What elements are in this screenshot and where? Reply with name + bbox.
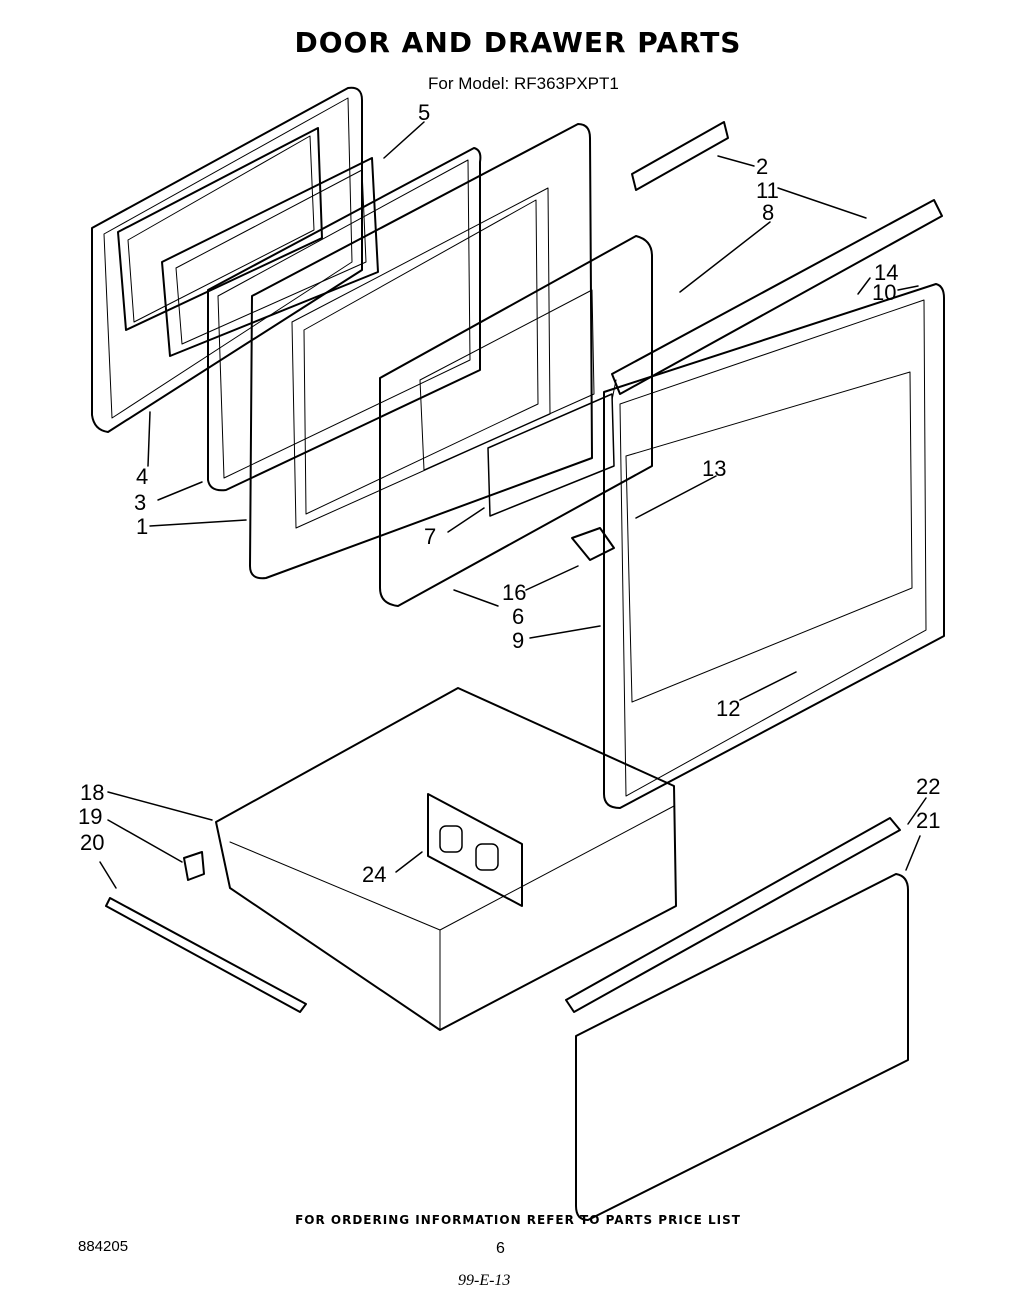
part-4-outer-panel	[91, 86, 363, 433]
callout-9: 9	[512, 628, 524, 653]
part-20-clip	[183, 851, 205, 881]
callout-16: 16	[502, 580, 526, 605]
callout-14: 14	[874, 260, 898, 285]
part-3-gasket	[207, 147, 482, 492]
callout-6: 6	[512, 604, 524, 629]
part-22-trim-strip	[565, 817, 901, 1013]
part-7-window-glass	[487, 393, 615, 517]
callout-5: 5	[418, 100, 430, 125]
callout-12: 12	[716, 696, 740, 721]
page-title: DOOR AND DRAWER PARTS	[294, 26, 742, 59]
callout-4: 4	[136, 464, 148, 489]
ordering-note: FOR ORDERING INFORMATION REFER TO PARTS …	[295, 1213, 741, 1227]
part-5-insulation	[117, 127, 323, 331]
callout-24: 24	[362, 862, 386, 887]
part-18-drawer-body	[215, 687, 677, 1031]
callout-11: 11	[756, 178, 779, 203]
callout-2: 2	[756, 154, 768, 179]
part-16-hinge	[571, 527, 615, 561]
callout-7: 7	[424, 524, 436, 549]
handwritten-note: 99-E-13	[458, 1272, 511, 1289]
callout-8: 8	[762, 200, 774, 225]
callout-19: 19	[78, 804, 102, 829]
callout-22: 22	[916, 774, 940, 799]
leader-lines	[99, 121, 927, 889]
part-24-bracket	[427, 793, 523, 907]
part-2-bracket	[631, 121, 729, 191]
callout-1: 1	[136, 514, 148, 539]
callout-18: 18	[80, 780, 104, 805]
page-number: 6	[496, 1240, 505, 1257]
document-number: 884205	[78, 1238, 129, 1255]
callout-13: 13	[702, 456, 726, 481]
callout-3: 3	[134, 490, 146, 515]
part-9-outer-door-front	[603, 283, 945, 809]
callout-21: 21	[916, 808, 940, 833]
part-21-drawer-front	[575, 873, 909, 1221]
callout-10: 10	[872, 280, 896, 305]
model-subtitle: For Model: RF363PXPT1	[428, 74, 619, 93]
callout-labels: 1 2 3 4 5 6 7 8 9 10 11 12 13 14 16 18 1…	[78, 100, 940, 887]
part-6-inner-panel	[379, 235, 653, 607]
callout-20: 20	[80, 830, 104, 855]
glass-pane	[161, 157, 379, 357]
part-19-rail	[105, 897, 307, 1013]
